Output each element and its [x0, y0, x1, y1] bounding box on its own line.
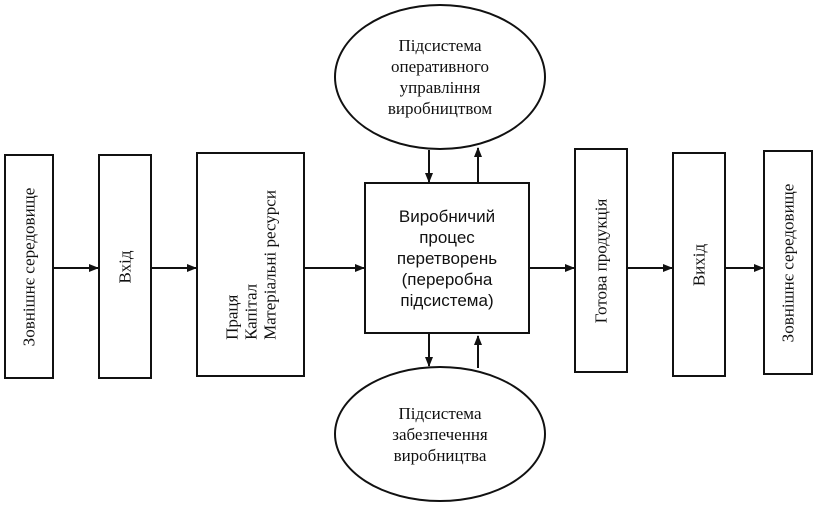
ellipse-label: Підсистема забезпечення виробництва	[392, 403, 488, 465]
box-label: Зовнішнє середовище	[19, 187, 39, 346]
ellipse-label: Підсистема оперативного управління вироб…	[387, 36, 493, 118]
box-external-env-out: Зовнішнє середовище	[763, 150, 813, 375]
box-finished-product: Готова продукція	[574, 148, 628, 373]
box-label: Зовнішнє середовище	[778, 183, 798, 342]
box-label: Праця Капітал Матеріальні ресурси	[222, 189, 279, 340]
ellipse-production-support: Підсистема забезпечення виробництва	[334, 366, 546, 502]
box-label: Вхід	[115, 250, 135, 283]
process-label: Виробничий процес перетворень (переробна…	[396, 206, 498, 310]
box-resources: Праця Капітал Матеріальні ресурси	[196, 152, 305, 377]
box-input: Вхід	[98, 154, 152, 379]
box-external-env-in: Зовнішнє середовище	[4, 154, 54, 379]
box-production-process: Виробничий процес перетворень (переробна…	[364, 182, 530, 334]
box-output: Вихід	[672, 152, 726, 377]
box-label: Готова продукція	[591, 198, 611, 323]
ellipse-operational-management: Підсистема оперативного управління вироб…	[334, 4, 546, 150]
box-label: Вихід	[689, 243, 709, 286]
